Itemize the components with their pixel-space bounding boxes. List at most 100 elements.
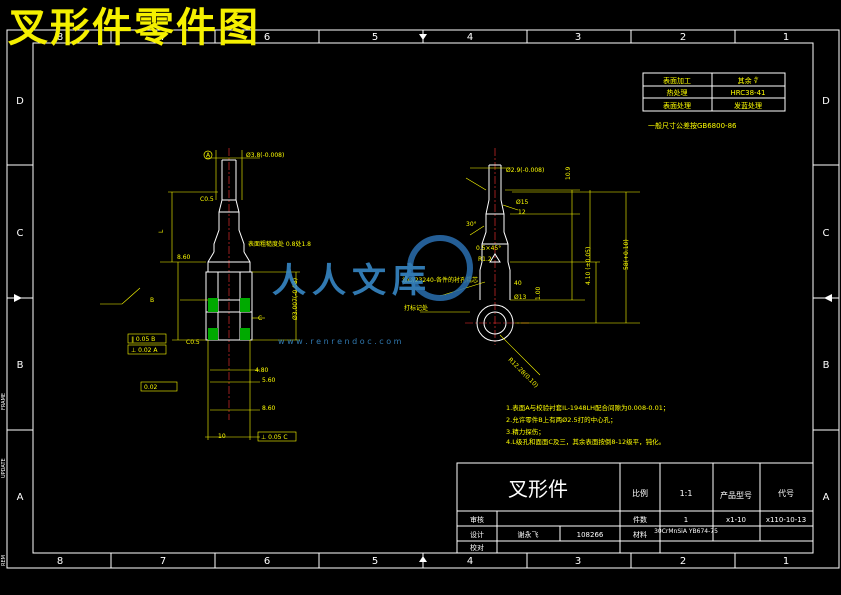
col-label: 5 [372, 556, 378, 567]
row-label: D [16, 96, 24, 107]
watermark-brand: 人人文库 [272, 261, 432, 301]
watermark: 人人文库 w w w . r e n r e n d o c . c o m [272, 235, 473, 346]
note-line: 4.L级孔和面面C及三，其余表面按倒8-12级平，钝化。 [506, 437, 665, 446]
surface-row-value: 其余 ∜ [738, 76, 759, 85]
dim-label: 10.9 [565, 166, 572, 180]
dim-label: Ø13 [514, 294, 527, 301]
column-labels-top: 8 7 6 5 4 3 2 1 [57, 32, 789, 43]
dim-label: 4.80 [255, 367, 269, 374]
center-arrow-top-icon [419, 34, 427, 40]
dim-label: 8.60 [177, 254, 191, 261]
left-view: A Ø3.8(-0.008) C0.5 L 8.60 表面粗糙度处 0.8处1.… [100, 148, 311, 442]
qty-value: 1 [684, 516, 688, 524]
row-label: A [17, 492, 24, 503]
side-labels: FRAME UPDATE REM [1, 393, 7, 566]
datum-b-label: B [150, 297, 154, 304]
center-arrow-right-icon [824, 294, 832, 302]
dim-label: 30° [466, 221, 477, 228]
datum-a-label: A [206, 152, 211, 159]
row-labels: D C B A D C B A [16, 96, 830, 503]
tolerance-frame: ∥ 0.05 B [131, 336, 155, 343]
designer-name: 谢永飞 [518, 530, 539, 539]
watermark-url: w w w . r e n r e n d o c . c o m [278, 337, 402, 346]
dim-label: R12.28(0.10) [507, 356, 540, 389]
scale-value: 1:1 [680, 489, 693, 498]
dim-label: 58(+0.10) [623, 239, 630, 270]
callout-note: 设Ø/23240-各件的衬孔辊芯 [402, 276, 478, 284]
col-label: 7 [160, 556, 166, 567]
row-label: B [17, 360, 24, 371]
side-label: REM [1, 555, 7, 566]
row-label: C [17, 228, 24, 239]
dim-label: C0.5 [200, 196, 214, 203]
page-title: 叉形件零件图 [8, 5, 260, 51]
datum-c-label: C [258, 315, 262, 322]
center-arrow-left-icon [14, 294, 22, 302]
col-label: 8 [57, 32, 63, 43]
centering-marks [14, 34, 832, 562]
qty-label: 件数 [633, 515, 647, 524]
tolerance-frame: ⊥ 0.05 C [261, 434, 288, 441]
title-block: 叉形件 比例 1:1 产品型号 代号 件数 1 x1-10 x110-10-13… [456, 462, 814, 554]
col-label: 3 [575, 556, 581, 567]
surface-treatment-table: 表面加工 其余 ∜ 热处理 HRC38-41 表面处理 发蓝处理 [642, 72, 786, 112]
review-label: 审核 [470, 515, 484, 524]
dim-label: 40 [514, 280, 522, 287]
part-name: 叉形件 [508, 477, 568, 501]
product-value: x1-10 [726, 516, 746, 524]
dim-label: 5.60 [262, 377, 276, 384]
dim-label: Ø15 [516, 199, 529, 206]
dim-label: 8.60 [262, 405, 276, 412]
surface-row-label: 表面处理 [663, 101, 691, 110]
dim-label: Ø3.007(-0.08) [292, 278, 299, 320]
col-label: 7 [160, 32, 166, 43]
tolerance-frame: 0.02 [144, 384, 158, 391]
row-label: D [822, 96, 830, 107]
dim-label: 0.5×45° [476, 245, 501, 252]
dim-label: 4.10 (±0.05) [585, 247, 592, 285]
code-value: x110-10-13 [766, 516, 806, 524]
col-label: 4 [467, 556, 473, 567]
dim-label: 1.00 [535, 286, 542, 300]
design-number: 108266 [577, 531, 604, 539]
check-label: 校对 [470, 543, 484, 552]
callout-note: 打标记处 [404, 304, 428, 312]
col-label: 1 [783, 32, 789, 43]
dim-label: Ø2.9(-0.008) [506, 167, 544, 174]
design-label: 设计 [470, 530, 484, 539]
row-label: A [823, 492, 830, 503]
col-label: 4 [467, 32, 473, 43]
side-label: UPDATE [1, 458, 7, 478]
note-line: 1.表面A与校验衬套IL-1948LH配合间隙为0.008-0.01； [506, 403, 669, 412]
material-value: 30CrMnSiA YB674-75 [654, 528, 718, 535]
surface-row-value: HRC38-41 [730, 89, 765, 97]
col-label: 1 [783, 556, 789, 567]
technical-notes: 1.表面A与校验衬套IL-1948LH配合间隙为0.008-0.01； 2.允许… [506, 403, 669, 446]
note-line: 2.允许零件B上有两Ø2.5打的中心孔； [506, 415, 617, 424]
dim-label: 12 [518, 209, 526, 216]
dim-label: R1.2 [478, 256, 492, 263]
dim-label: C0.5 [186, 339, 200, 346]
row-label: B [823, 360, 830, 371]
col-label: 6 [264, 32, 270, 43]
dim-label: Ø3.8(-0.008) [246, 152, 284, 159]
note-line: 3.精力探伤； [506, 427, 545, 436]
dim-label: L [158, 229, 165, 233]
col-label: 2 [680, 556, 686, 567]
col-label: 3 [575, 32, 581, 43]
general-tolerance-note: 一般尺寸公差按GB6800-86 [648, 121, 737, 130]
dim-label: 10 [218, 433, 226, 440]
callout-note: 表面粗糙度处 0.8处1.8 [248, 240, 311, 248]
row-label: C [823, 228, 830, 239]
col-label: 6 [264, 556, 270, 567]
code-label: 代号 [778, 488, 794, 498]
section-hatch [208, 298, 250, 340]
col-label: 2 [680, 32, 686, 43]
column-labels-bottom: 8 7 6 5 4 3 2 1 [57, 556, 789, 567]
col-label: 8 [57, 556, 63, 567]
surface-row-value: 发蓝处理 [734, 101, 762, 110]
col-label: 5 [372, 32, 378, 43]
side-label: FRAME [1, 393, 7, 410]
center-arrow-bottom-icon [419, 556, 427, 562]
